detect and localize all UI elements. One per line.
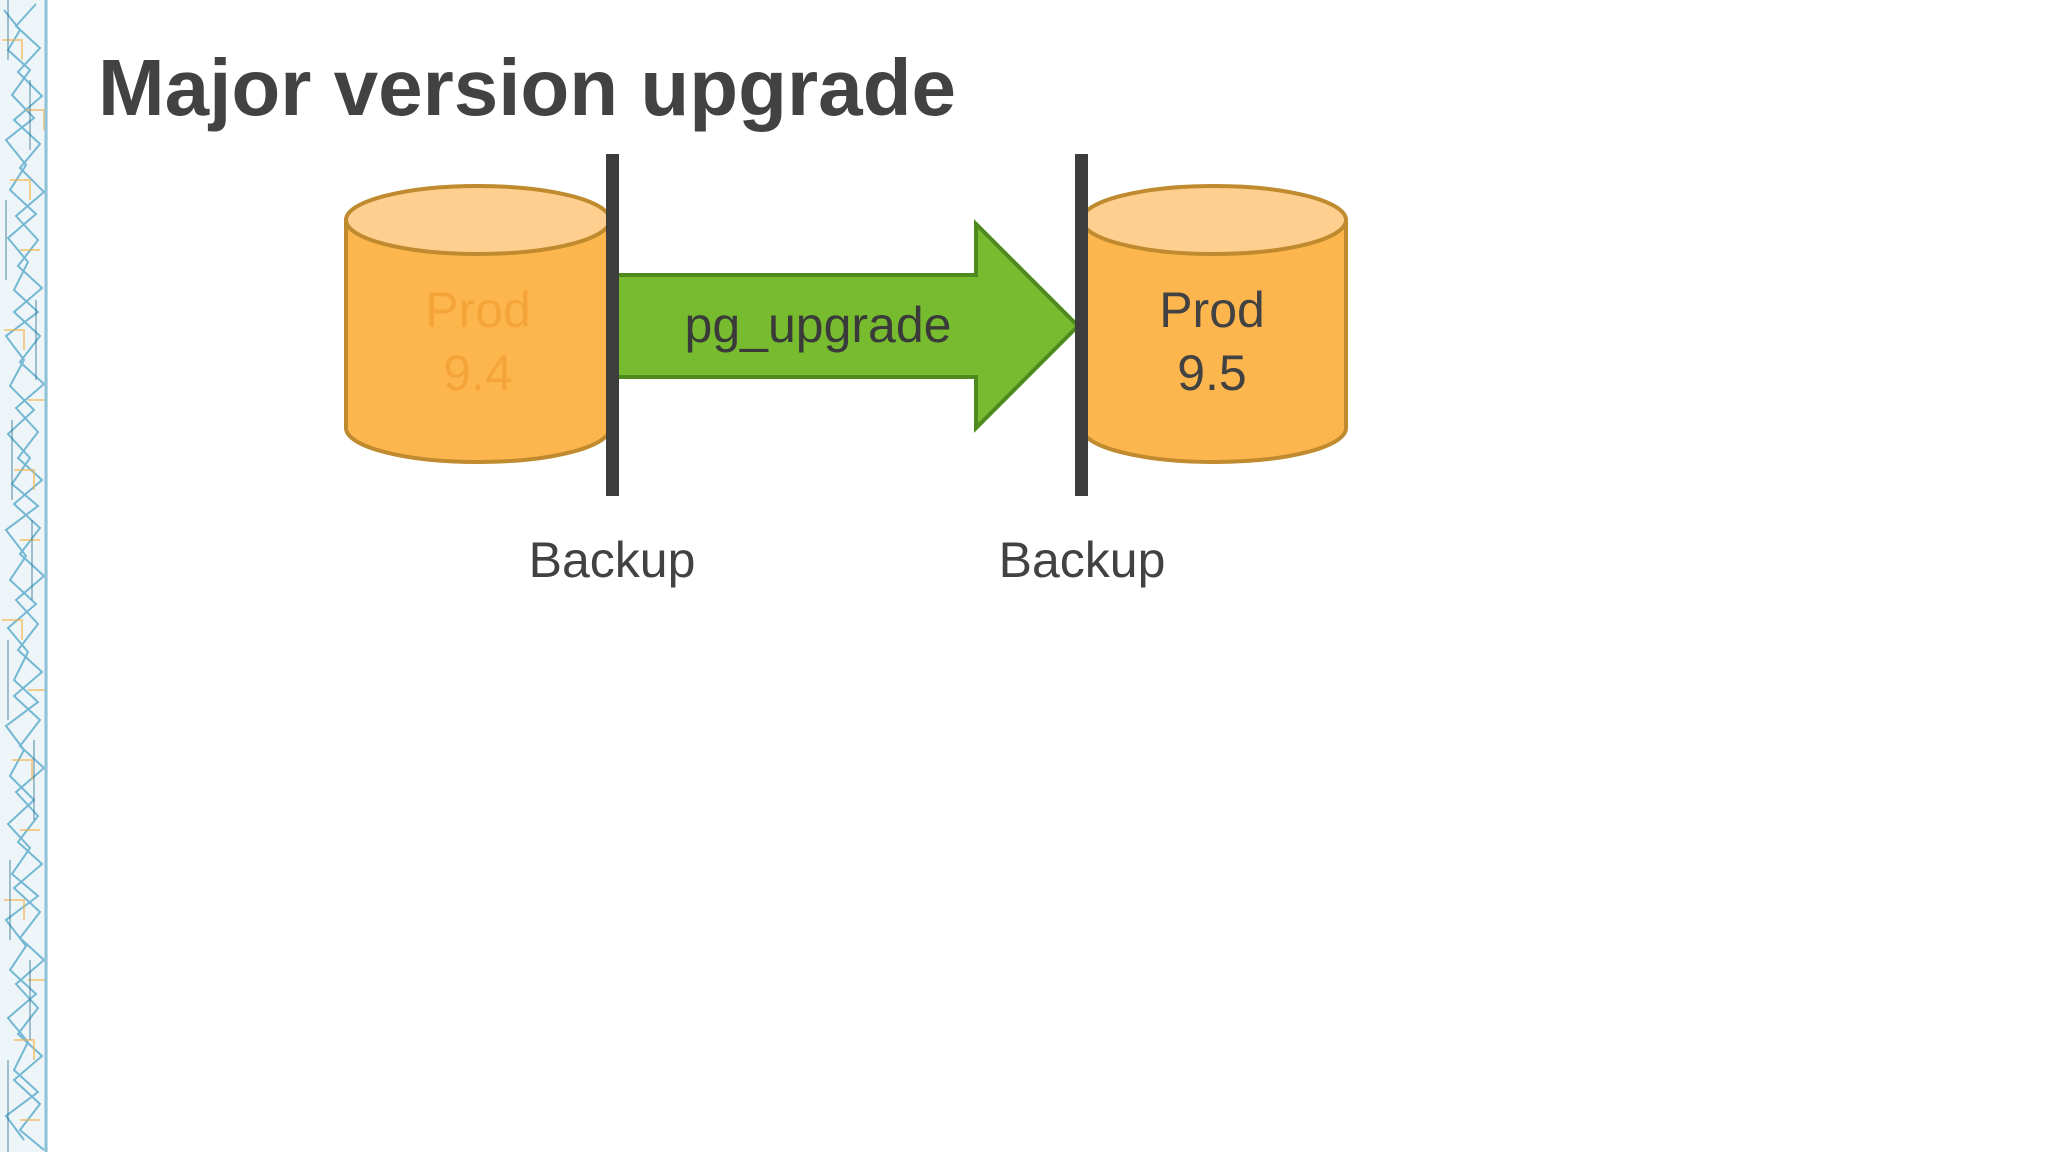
arrow-shape [612, 219, 1081, 433]
target-database-name: Prod [1159, 282, 1265, 338]
backup-divider-right [1075, 154, 1088, 496]
backup-label-left: Backup [529, 532, 696, 588]
target-database-top [1080, 184, 1348, 256]
slide-title: Major version upgrade [98, 43, 956, 132]
source-database-cylinder: Prod 9.4 [344, 184, 612, 464]
target-database-version: 9.5 [1177, 345, 1247, 401]
target-database-cylinder: Prod 9.5 [1080, 184, 1348, 464]
backup-label-right: Backup [999, 532, 1166, 588]
source-database-name: Prod [425, 282, 531, 338]
decorative-border-pattern [0, 0, 48, 1152]
upgrade-arrow: pg_upgrade [612, 219, 1081, 433]
source-database-version: 9.4 [443, 345, 513, 401]
backup-divider-left [606, 154, 619, 496]
source-database-body [344, 218, 612, 464]
source-database-top [344, 184, 612, 256]
arrow-label: pg_upgrade [685, 297, 952, 353]
target-database-body [1080, 218, 1348, 464]
